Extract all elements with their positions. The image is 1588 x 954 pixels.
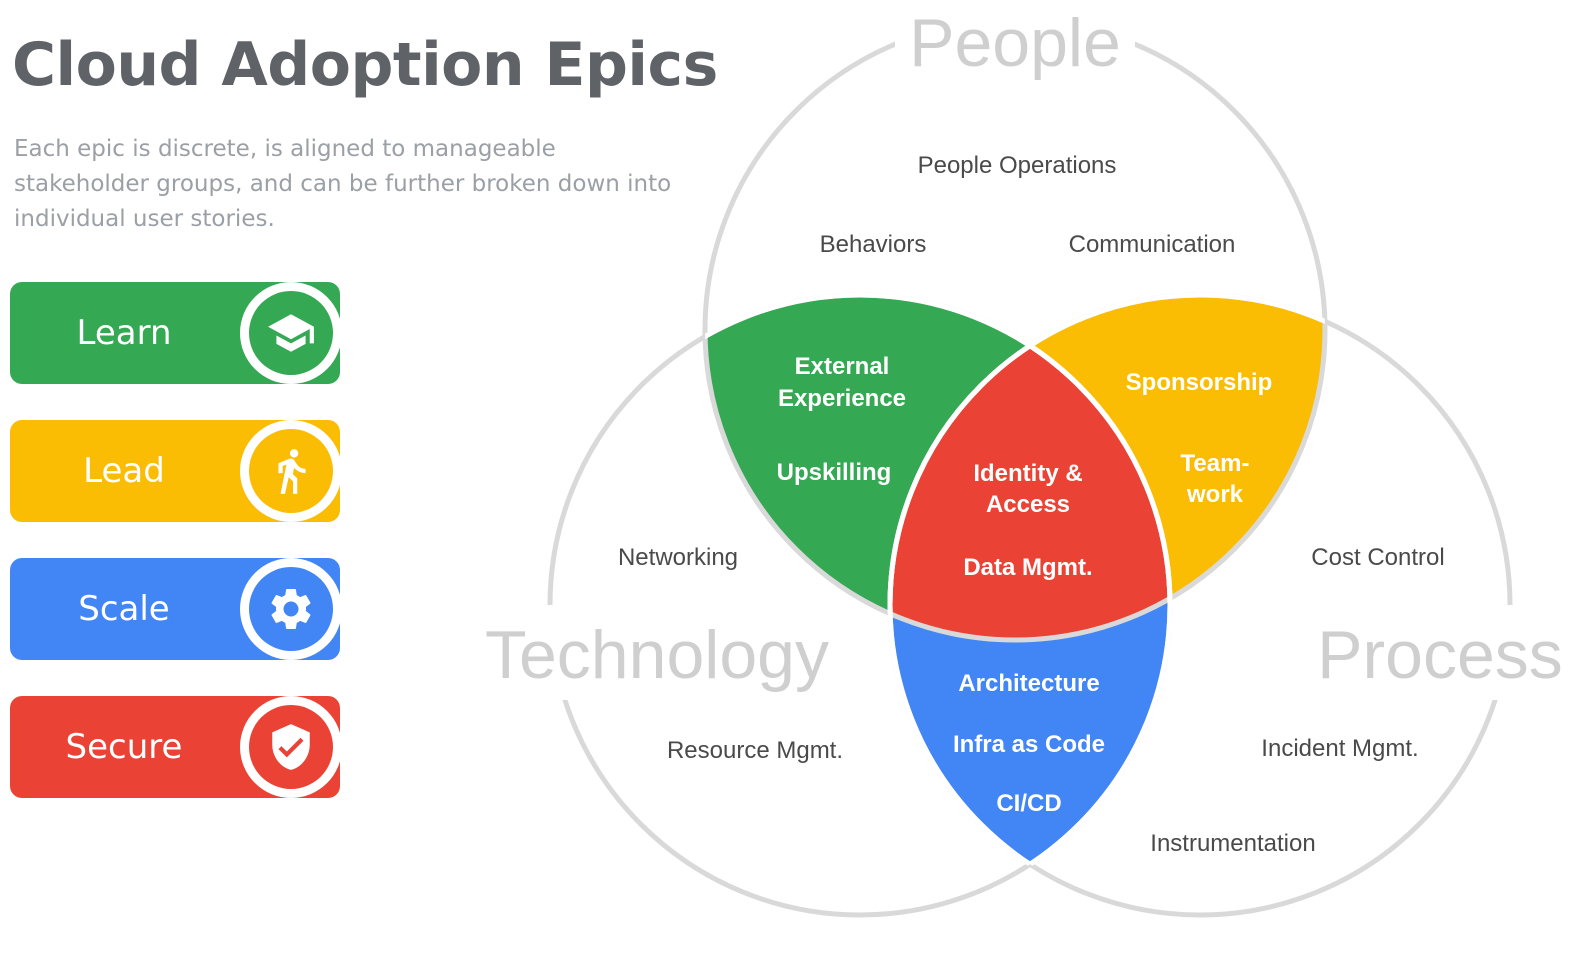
- epic-scale-label: Scale: [78, 589, 170, 629]
- sponsorship-label: Sponsorship: [1126, 369, 1273, 396]
- infra-as-code-label: Infra as Code: [953, 731, 1105, 758]
- epic-scale-button[interactable]: Scale: [10, 558, 342, 660]
- page-subtitle: Each epic is discrete, is aligned to man…: [14, 136, 672, 232]
- epic-learn-label: Learn: [76, 313, 172, 353]
- center-region: [890, 295, 1170, 640]
- incident-mgmt-label: Incident Mgmt.: [1261, 735, 1418, 762]
- identity-access-label-line1: Identity &: [973, 460, 1082, 487]
- external-label: External: [795, 353, 890, 380]
- teamwork-label-line2: work: [1186, 481, 1244, 508]
- page-title: Cloud Adoption Epics: [12, 30, 718, 100]
- shield-check-icon: [272, 724, 310, 770]
- people-operations-label: People Operations: [918, 152, 1117, 179]
- cost-control-label: Cost Control: [1311, 544, 1444, 571]
- upskilling-label: Upskilling: [777, 459, 892, 486]
- experience-label: Experience: [778, 385, 906, 412]
- epic-learn-button[interactable]: Learn: [10, 282, 342, 384]
- epic-secure-label: Secure: [65, 727, 183, 767]
- behaviors-label: Behaviors: [820, 231, 927, 258]
- people-label: People: [909, 5, 1121, 81]
- graduation-cap-icon: [268, 314, 314, 352]
- communication-label: Communication: [1069, 231, 1236, 258]
- running-person-icon: [278, 449, 306, 494]
- epic-secure-button[interactable]: Secure: [10, 696, 342, 798]
- epic-scale-badge: [240, 558, 342, 660]
- identity-access-label-line2: Access: [986, 491, 1070, 518]
- resource-mgmt-label: Resource Mgmt.: [667, 737, 843, 764]
- networking-label: Networking: [618, 544, 738, 571]
- data-mgmt-label: Data Mgmt.: [963, 554, 1092, 581]
- epic-lead-label: Lead: [83, 451, 165, 491]
- epic-secure-badge: [240, 696, 342, 798]
- epic-lead-button[interactable]: Lead: [10, 420, 342, 522]
- instrumentation-label: Instrumentation: [1150, 830, 1315, 857]
- teamwork-label-line1: Team-: [1181, 450, 1250, 477]
- epic-lead-badge: [240, 420, 342, 522]
- process-label: Process: [1317, 617, 1563, 693]
- architecture-label: Architecture: [958, 670, 1099, 697]
- epic-learn-badge: [240, 282, 342, 384]
- technology-label: Technology: [485, 617, 829, 693]
- ci-cd-label: CI/CD: [996, 790, 1061, 817]
- gear-icon: [271, 589, 311, 629]
